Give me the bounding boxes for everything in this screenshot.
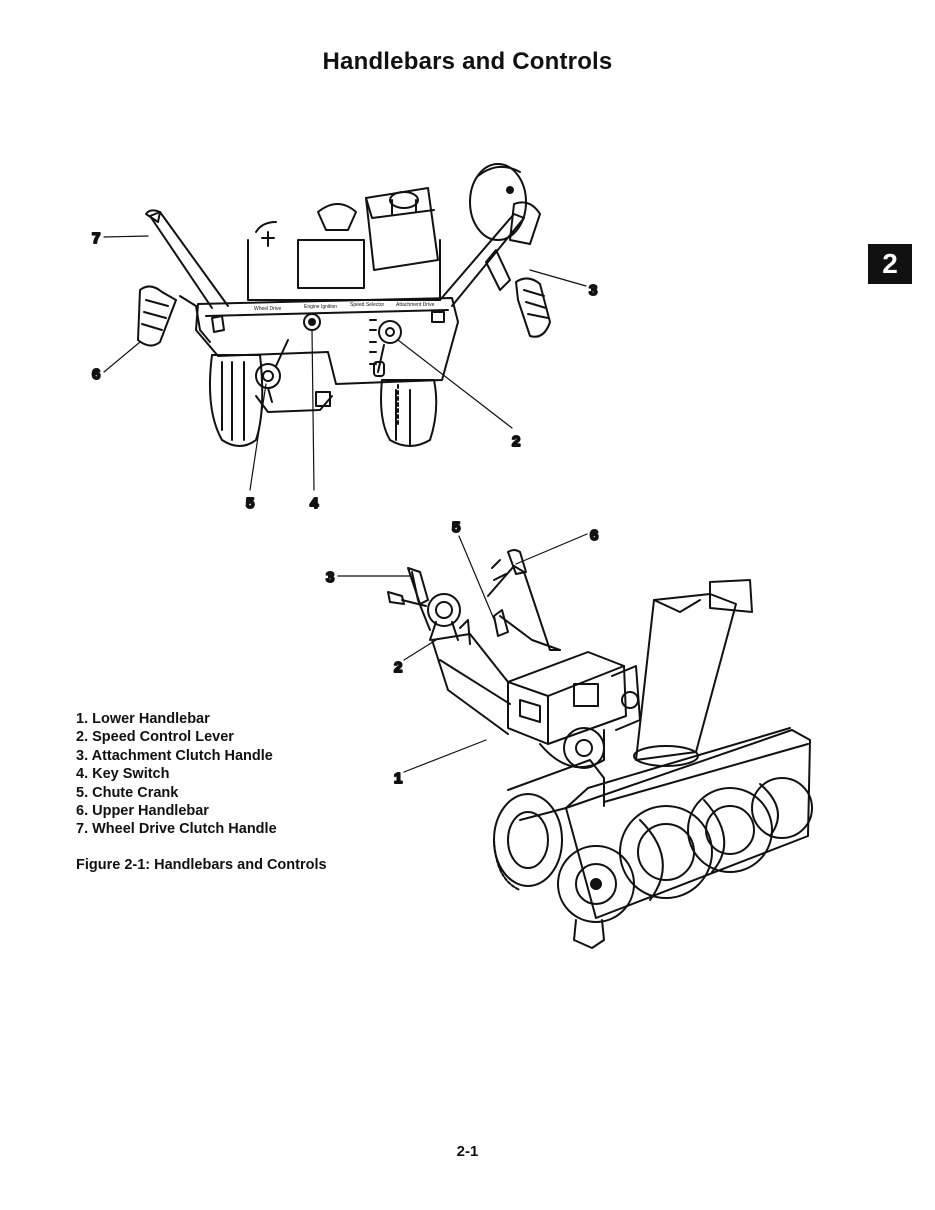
callout-1-side: 1 xyxy=(394,770,402,787)
legend-item: 7. Wheel Drive Clutch Handle xyxy=(76,821,277,838)
callout-6-side: 6 xyxy=(590,527,598,544)
page-title: Handlebars and Controls xyxy=(322,48,613,75)
callout-6: 6 xyxy=(92,366,100,383)
front-view-illustration xyxy=(387,549,813,949)
callout-2-side: 2 xyxy=(394,659,402,676)
legend-item: 6. Upper Handlebar xyxy=(76,803,209,820)
callout-leaders xyxy=(103,235,588,773)
legend-item: 5. Chute Crank xyxy=(76,784,179,801)
legend-item: 4. Key Switch xyxy=(76,766,170,783)
figure-caption: Figure 2-1: Handlebars and Controls xyxy=(76,857,327,873)
parts-legend: 1. Lower Handlebar 2. Speed Control Leve… xyxy=(76,710,277,839)
callout-2: 2 xyxy=(512,433,520,450)
callout-4: 4 xyxy=(310,495,319,512)
callout-5-side: 5 xyxy=(452,519,460,536)
legend-item: 3. Attachment Clutch Handle xyxy=(76,747,273,764)
svg-text:Wheel Drive: Wheel Drive xyxy=(254,306,281,312)
callout-5: 5 xyxy=(246,495,254,512)
rear-view-illustration: Wheel Drive Engine Ignition Speed Select… xyxy=(137,163,551,447)
svg-text:Attachment Drive: Attachment Drive xyxy=(396,302,435,308)
section-tab: 2 xyxy=(868,244,912,284)
legend-item: 2. Speed Control Lever xyxy=(76,729,234,746)
svg-text:Engine Ignition: Engine Ignition xyxy=(304,304,337,310)
callout-3-side: 3 xyxy=(326,569,334,586)
svg-text:Speed Selector: Speed Selector xyxy=(350,302,385,308)
page-number: 2-1 xyxy=(456,1143,479,1160)
legend-item: 1. Lower Handlebar xyxy=(76,711,210,727)
callout-3: 3 xyxy=(589,282,597,299)
callout-7: 7 xyxy=(92,230,100,247)
